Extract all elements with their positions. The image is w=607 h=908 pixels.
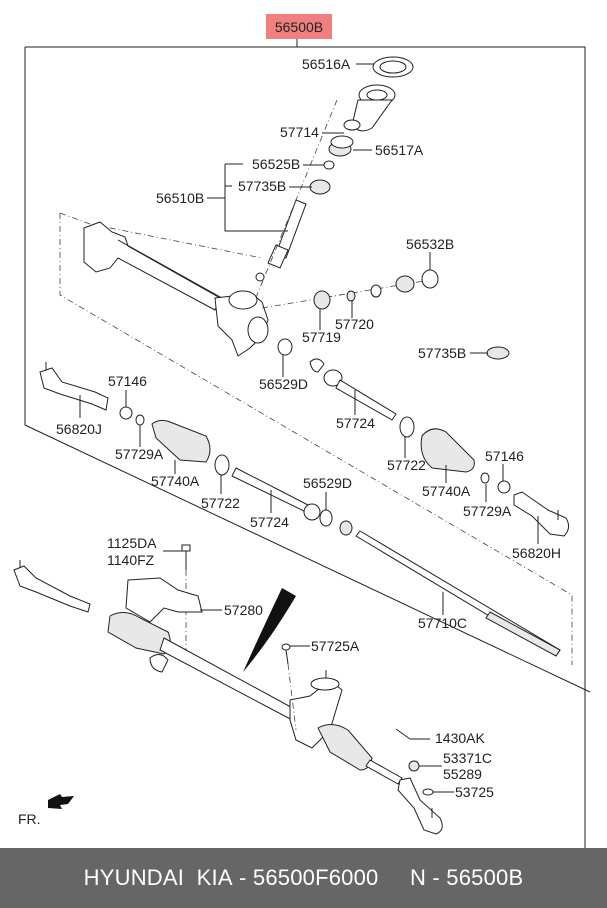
- callout-56532B[interactable]: 56532B: [406, 236, 454, 252]
- callout-55289[interactable]: 55289: [443, 766, 482, 782]
- callout-57724-bottom[interactable]: 57724: [250, 514, 289, 530]
- nut-57146-left: [119, 406, 133, 420]
- nut-57146-right: [497, 480, 511, 494]
- callout-56517A[interactable]: 56517A: [375, 142, 424, 158]
- callout-56820J[interactable]: 56820J: [56, 421, 102, 437]
- subassembly-boundary: [59, 212, 263, 259]
- footer-separator-2: -: [426, 865, 447, 890]
- clamp-57722-right: [399, 416, 415, 438]
- callout-57146-left[interactable]: 57146: [108, 373, 147, 389]
- footer-ref-prefix: N: [410, 865, 427, 890]
- nut-53371C: [408, 760, 420, 772]
- bracket-57280: [125, 577, 203, 623]
- nut-57729A-right: [480, 472, 490, 484]
- callout-56525B[interactable]: 56525B: [252, 156, 300, 172]
- callout-57722-right[interactable]: 57722: [387, 457, 426, 473]
- callout-53725[interactable]: 53725: [455, 784, 494, 800]
- steering-gear-assembly: [13, 560, 443, 835]
- separator-wedge: [243, 588, 296, 672]
- seal-57735B: [309, 179, 331, 195]
- nut-57729A-left: [135, 414, 145, 426]
- pinion-axis: [254, 99, 338, 301]
- callout-57725A[interactable]: 57725A: [311, 638, 360, 654]
- callout-57729A-left[interactable]: 57729A: [115, 446, 164, 462]
- footer-gap: [378, 865, 410, 891]
- footer-part-number: 56500F6000: [252, 865, 379, 890]
- boot-57740A-left: [151, 419, 211, 463]
- callout-57710C[interactable]: 57710C: [418, 615, 467, 631]
- subassembly-boundary-2: [59, 213, 573, 665]
- callout-53371C[interactable]: 53371C: [443, 750, 492, 766]
- washer-53725: [422, 788, 434, 796]
- bolt-57725A: [281, 643, 291, 665]
- locknut-56532B: [421, 269, 439, 289]
- callout-1430AK[interactable]: 1430AK: [435, 730, 485, 746]
- callout-57735B-top[interactable]: 57735B: [238, 178, 286, 194]
- rack-bar-57710C: [355, 530, 561, 657]
- footer-separator-1: -: [232, 865, 253, 890]
- seal-57714: [343, 119, 361, 131]
- callout-56820H[interactable]: 56820H: [512, 545, 561, 561]
- callout-56529D-bottom[interactable]: 56529D: [303, 475, 352, 491]
- callout-1140FZ[interactable]: 1140FZ: [107, 552, 155, 568]
- pinion-shaft: [267, 199, 307, 269]
- callout-56516A[interactable]: 56516A: [302, 56, 351, 72]
- callout-57720[interactable]: 57720: [335, 316, 374, 332]
- pin-1430AK: [395, 728, 411, 740]
- front-arrow-icon: [48, 794, 74, 809]
- clamp-57722-left: [214, 454, 230, 476]
- seal-57735B-right: [486, 346, 510, 360]
- callout-57719[interactable]: 57719: [302, 329, 341, 345]
- rack-housing: [83, 221, 269, 357]
- callout-57735B-right[interactable]: 57735B: [418, 345, 466, 361]
- assembly-frame-top: [25, 46, 586, 848]
- footer-ref-number: 56500B: [446, 865, 524, 890]
- bolt-1125DA: [181, 544, 191, 570]
- part-info-footer: HYUNDAI KIA - 56500F6000 N - 56500B: [0, 848, 607, 908]
- yoke-57719: [313, 290, 331, 310]
- assembly-frame-left: [24, 47, 591, 693]
- main-part-callout[interactable]: 56500B: [266, 14, 332, 39]
- ring-56529D-bottom: [319, 509, 333, 527]
- leader-lines: [79, 63, 539, 793]
- small-ball: [255, 272, 265, 282]
- parts-diagram: 56500B: [13, 14, 591, 848]
- ring-56529D-top: [277, 338, 293, 356]
- tie-rod-end-56820H: [513, 491, 570, 537]
- callout-57740A-left[interactable]: 57740A: [151, 473, 200, 489]
- ring-56525B: [323, 160, 335, 170]
- callout-57722-left[interactable]: 57722: [201, 495, 240, 511]
- bushing-clip: [309, 358, 325, 373]
- callout-56510B[interactable]: 56510B: [156, 190, 204, 206]
- footer-brand: HYUNDAI KIA: [83, 865, 233, 890]
- callout-57280[interactable]: 57280: [224, 602, 263, 618]
- spring-57720: [346, 290, 356, 302]
- main-part-label: 56500B: [275, 19, 323, 35]
- tie-rod-end-56820J: [39, 362, 109, 411]
- callout-57729A-right[interactable]: 57729A: [463, 503, 512, 519]
- callout-57724-top[interactable]: 57724: [336, 415, 375, 431]
- yoke-plug: [395, 275, 415, 293]
- inner-tie-rod-right: [323, 369, 397, 421]
- callout-56529D-top[interactable]: 56529D: [259, 376, 308, 392]
- callout-57146-right[interactable]: 57146: [485, 448, 524, 464]
- yoke-ring: [370, 284, 382, 298]
- boot-57740A-right: [420, 428, 475, 473]
- main-part-highlight: [266, 14, 332, 39]
- bolt-axis-2: [287, 663, 297, 731]
- cover-56516A: [372, 56, 414, 78]
- bearing-56517A: [328, 135, 354, 157]
- callout-57714[interactable]: 57714: [280, 124, 319, 140]
- bearing-small: [339, 520, 353, 536]
- direction-label: FR.: [18, 811, 41, 827]
- callout-57740A-right[interactable]: 57740A: [422, 483, 471, 499]
- callout-1125DA[interactable]: 1125DA: [107, 535, 157, 551]
- yoke-axis: [261, 279, 431, 309]
